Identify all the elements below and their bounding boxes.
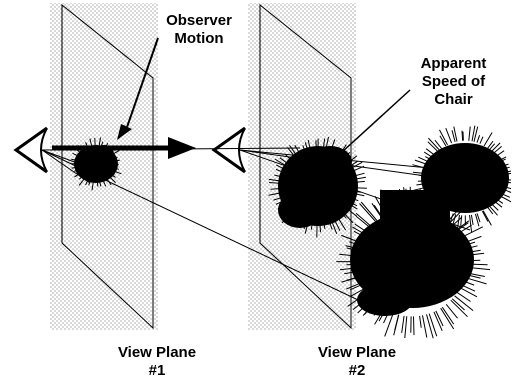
view-plane-2-label: View Plane #2 <box>292 344 422 380</box>
apparent-speed-label-line1: Apparent <box>420 55 487 72</box>
apparent-speed-label-line2: Speed of <box>421 73 486 90</box>
observer-motion-pointer <box>117 37 159 140</box>
observer-motion-label-line2: Motion <box>174 30 224 47</box>
apparent-speed-label-line3: Chair <box>434 91 473 108</box>
view-plane-2-label-line2: #2 <box>348 362 366 379</box>
observer-eye-1 <box>13 126 48 174</box>
observer-eye-2 <box>211 126 246 174</box>
observer-motion-label: Observer Motion <box>144 12 254 48</box>
view-plane-1-label: View Plane #1 <box>92 344 222 380</box>
view-plane-1-label-line1: View Plane <box>117 344 197 361</box>
observer-motion-label-line1: Observer <box>166 12 232 29</box>
view-plane-1-label-line2: #1 <box>148 362 166 379</box>
moving-chair <box>350 143 509 316</box>
chair-motion-blur-streaks <box>71 125 512 339</box>
apparent-speed-label: Apparent Speed of Chair <box>396 55 511 109</box>
view-plane-2-label-line1: View Plane <box>317 344 397 361</box>
chair-image-view-plane-2 <box>278 146 358 228</box>
chair-ray-view-plane-1 <box>41 149 97 171</box>
